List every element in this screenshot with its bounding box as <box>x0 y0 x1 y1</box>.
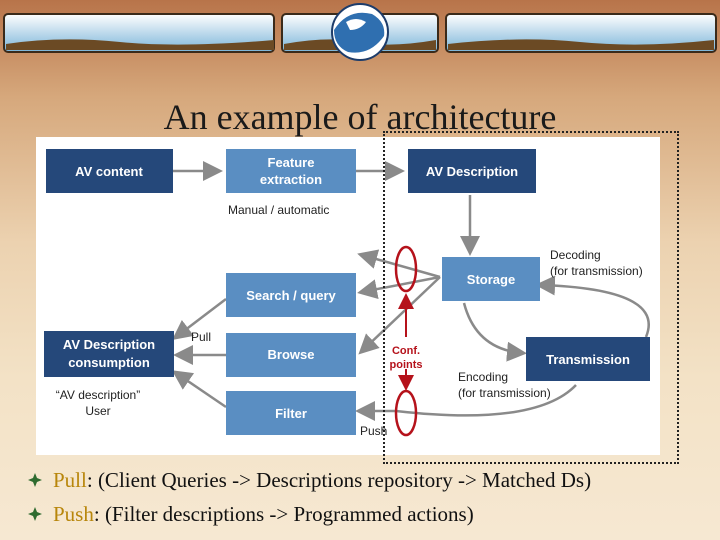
arrow-storage-to-search <box>357 275 441 299</box>
label-conf: Conf. <box>392 345 420 357</box>
banner-panel-left <box>3 13 275 53</box>
box-browse: Browse <box>226 333 356 377</box>
label-user-2: User <box>85 404 110 418</box>
label-user-1: “AV description” <box>56 388 140 402</box>
arrow-storage-to-transmission <box>462 302 527 362</box>
bullet-rest-pull: : (Client Queries -> Descriptions reposi… <box>86 468 592 492</box>
box-browse-label: Browse <box>268 347 315 362</box>
globe-icon <box>331 3 389 61</box>
arrow-storage-to-browse <box>358 276 441 355</box>
bullet-text-push: Push: (Filter descriptions -> Programmed… <box>53 500 474 528</box>
box-feature-extraction-label-1: Feature <box>268 155 315 170</box>
diamond-bullet-icon <box>28 507 42 521</box>
conformance-ellipse-bottom <box>394 389 418 437</box>
conformance-ellipse-top <box>394 245 418 293</box>
diamond-bullet-icon <box>28 473 42 487</box>
bullet-item-pull: Pull: (Client Queries -> Descriptions re… <box>28 466 708 500</box>
label-encoding-1: Encoding <box>458 370 508 384</box>
box-av-description: AV Description <box>408 149 536 193</box>
label-encoding-2: (for transmission) <box>458 386 551 400</box>
bullet-term-push: Push <box>53 502 94 526</box>
slide-title: An example of architecture <box>163 97 557 137</box>
box-transmission: Transmission <box>526 337 650 381</box>
bullet-list: Pull: (Client Queries -> Descriptions re… <box>28 466 708 534</box>
label-points: points <box>390 359 423 371</box>
arrow-search-to-consumption <box>172 298 227 341</box>
conformance-points <box>394 245 418 437</box>
arrow-transmission-to-filter <box>355 384 577 421</box>
label-pull: Pull <box>191 330 211 344</box>
box-av-content: AV content <box>46 149 173 193</box>
diagram-arrows <box>171 161 650 421</box>
box-transmission-label: Transmission <box>546 352 630 367</box>
arrow-filter-to-consumption <box>171 370 227 409</box>
box-consumption-label-2: consumption <box>68 355 150 370</box>
box-av-description-consumption: AV Description consumption <box>44 331 174 377</box>
arrow-storage-to-search-2 <box>357 249 441 279</box>
box-av-description-label: AV Description <box>426 164 518 179</box>
box-filter: Filter <box>226 391 356 435</box>
top-banner <box>3 3 717 61</box>
box-av-content-label: AV content <box>75 164 143 179</box>
box-filter-label: Filter <box>275 406 307 421</box>
bullet-term-pull: Pull <box>53 468 87 492</box>
arrow-transmission-to-storage <box>535 275 650 338</box>
box-consumption-label-1: AV Description <box>63 337 155 352</box>
box-storage-label: Storage <box>467 272 515 287</box>
box-feature-extraction-label-2: extraction <box>260 172 322 187</box>
bullet-rest-push: : (Filter descriptions -> Programmed act… <box>93 502 474 526</box>
box-feature-extraction: Feature extraction <box>226 149 356 193</box>
label-manual-automatic: Manual / automatic <box>228 203 329 217</box>
box-search-query: Search / query <box>226 273 356 317</box>
box-storage: Storage <box>442 257 540 301</box>
bullet-text-pull: Pull: (Client Queries -> Descriptions re… <box>53 466 591 494</box>
label-push: Push <box>360 424 387 438</box>
bullet-item-push: Push: (Filter descriptions -> Programmed… <box>28 500 708 534</box>
box-search-query-label: Search / query <box>246 288 336 303</box>
banner-panel-right <box>445 13 717 53</box>
label-decoding-2: (for transmission) <box>550 264 643 278</box>
label-decoding-1: Decoding <box>550 248 601 262</box>
architecture-diagram: AV content Feature extraction AV Descrip… <box>36 137 660 455</box>
